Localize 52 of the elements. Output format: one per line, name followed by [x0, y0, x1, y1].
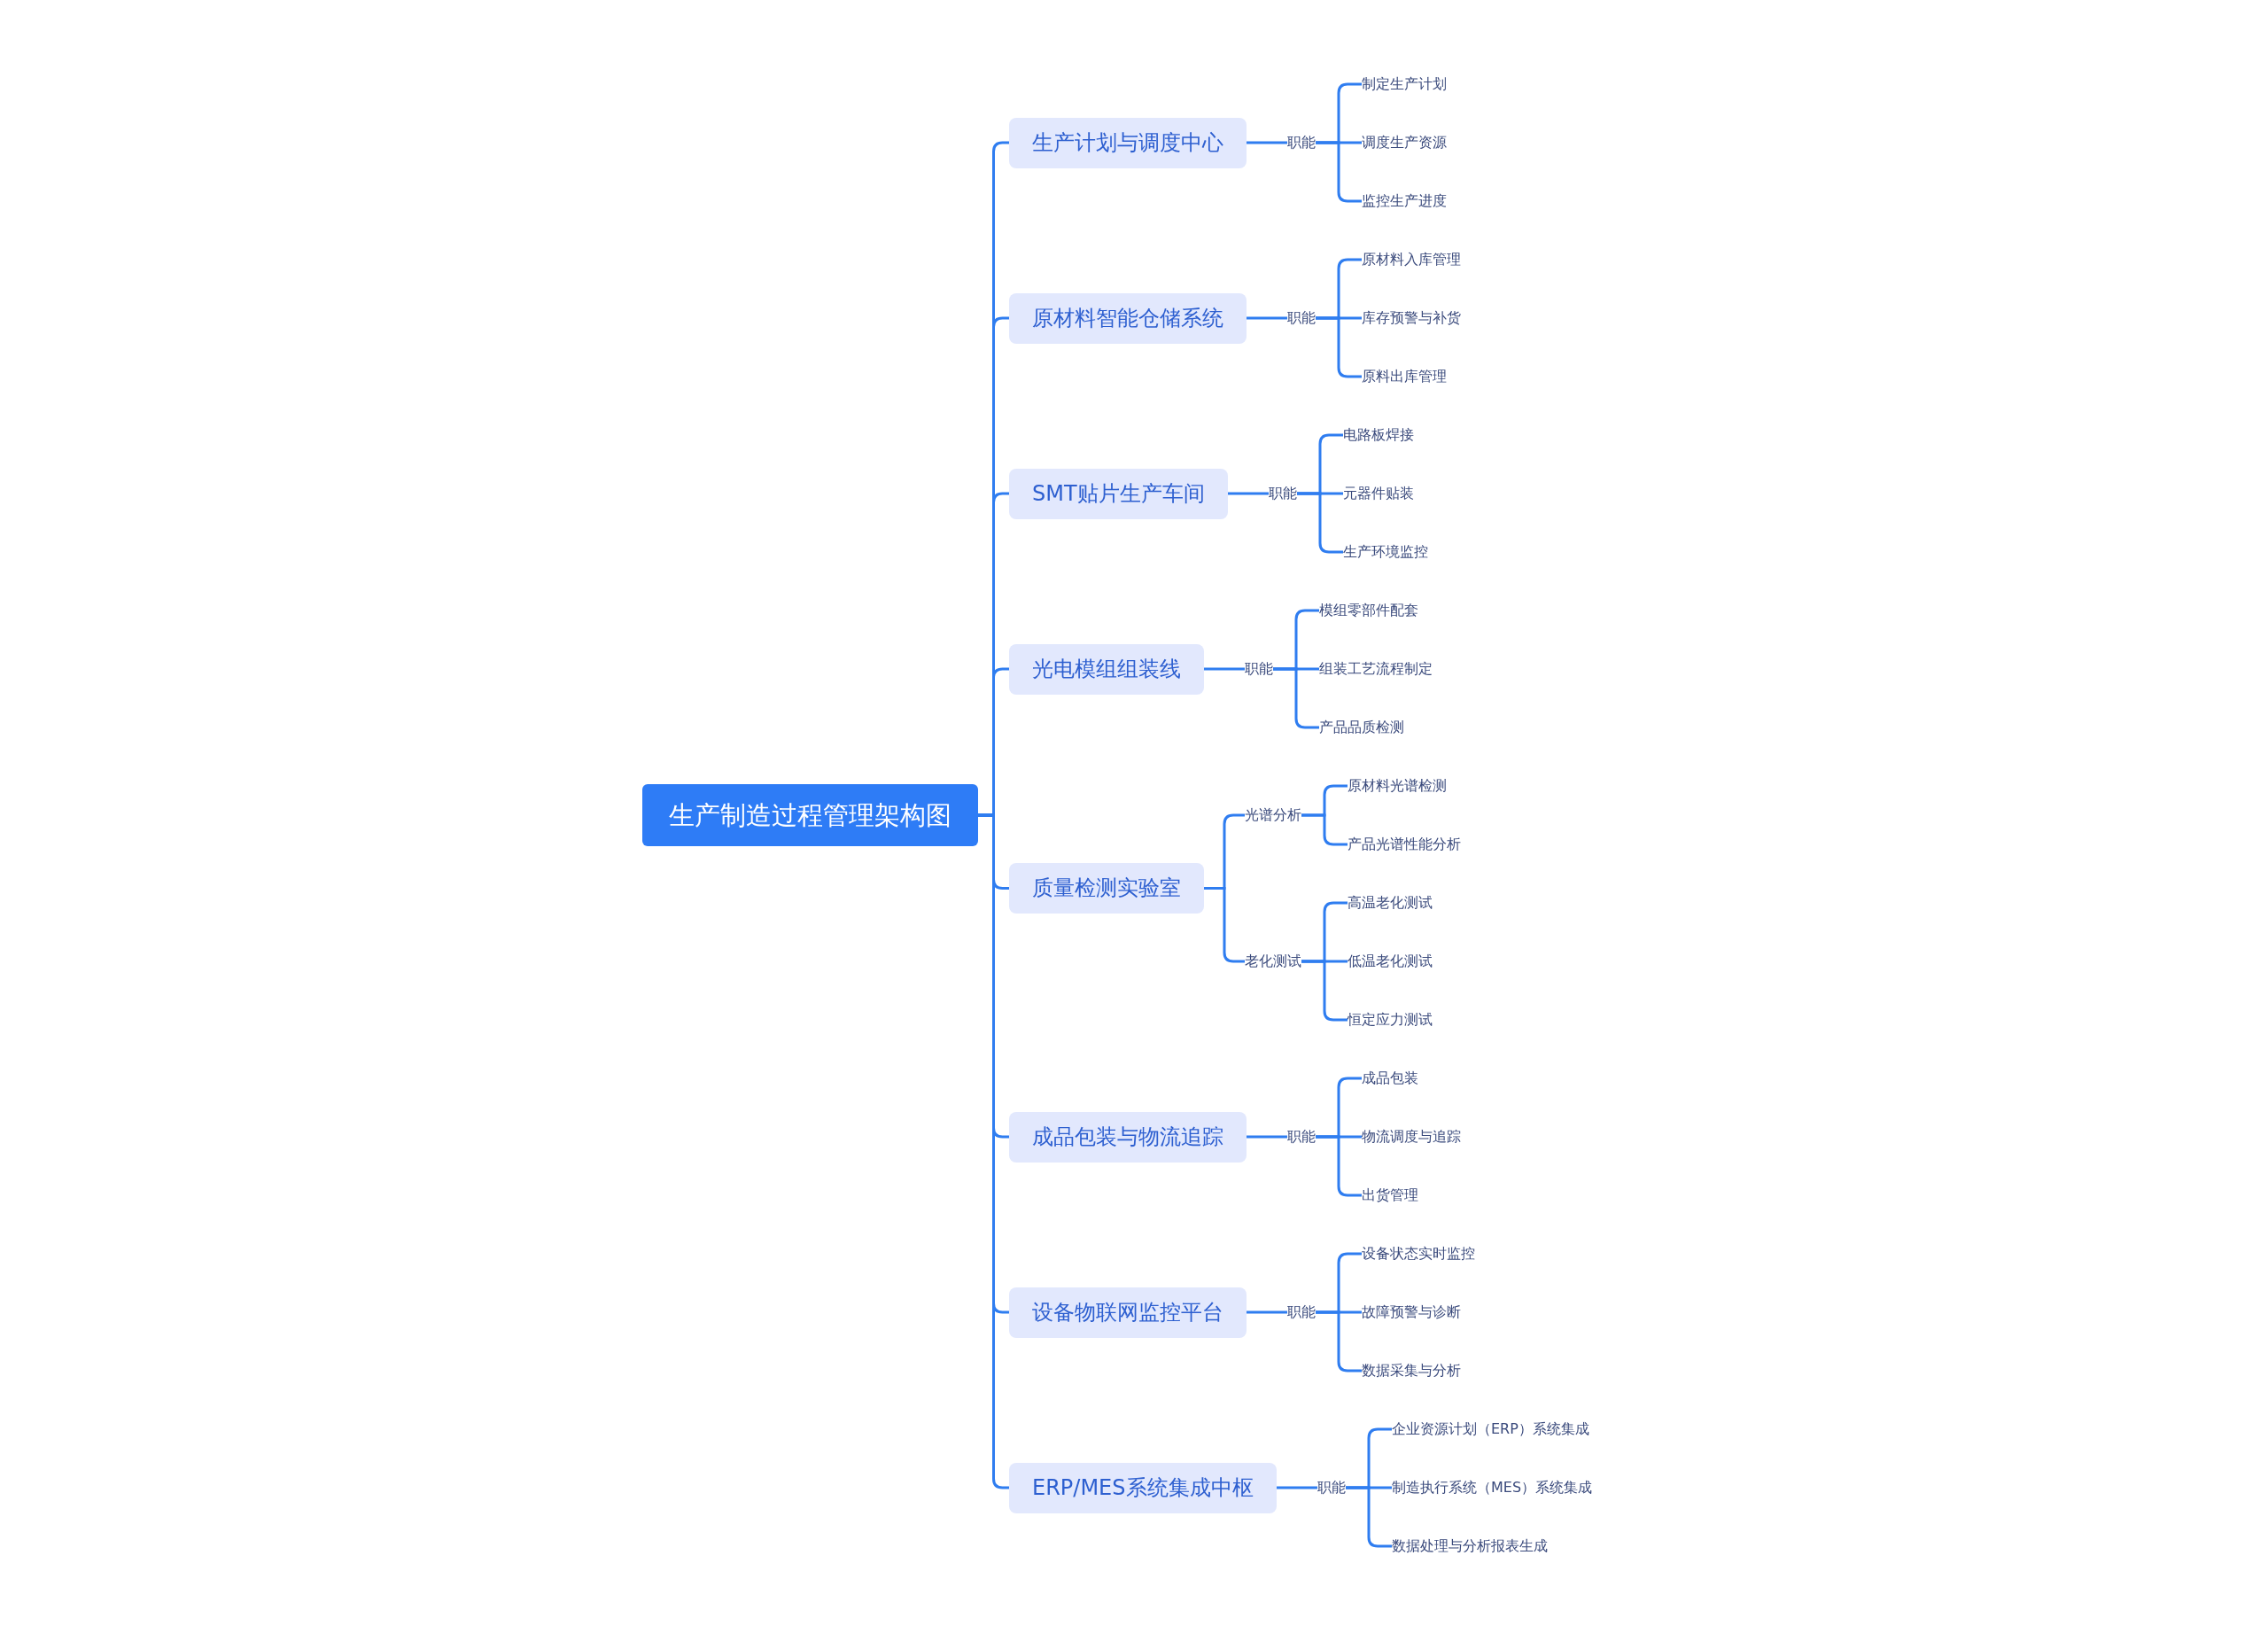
leaf-label: 元器件贴装 [1343, 480, 1414, 507]
connector-line [1277, 1486, 1317, 1489]
topic-box: 设备物联网监控平台 [1009, 1287, 1247, 1338]
branch-label: 光谱分析 [1245, 802, 1301, 828]
branch-label: 老化测试 [1245, 948, 1301, 975]
topic-box: SMT贴片生产车间 [1009, 468, 1228, 519]
branch-label: 职能 [1287, 1299, 1316, 1326]
branch-label: 职能 [1317, 1474, 1346, 1501]
leaf-label: 电路板焊接 [1343, 422, 1414, 448]
leaf-label: 制造执行系统（MES）系统集成 [1392, 1474, 1593, 1501]
topic-box: 生产计划与调度中心 [1009, 117, 1247, 168]
leaf-label: 产品光谱性能分析 [1348, 831, 1461, 858]
leaf-label: 故障预警与诊断 [1362, 1299, 1461, 1326]
leaf-label: 原料出库管理 [1362, 363, 1447, 390]
leaf-label: 原材料光谱检测 [1348, 773, 1447, 799]
connector-line [1228, 492, 1269, 495]
topic-box: 成品包装与物流追踪 [1009, 1111, 1247, 1163]
leaf-label: 物流调度与追踪 [1362, 1124, 1461, 1150]
topic-box: 光电模组组装线 [1009, 643, 1204, 695]
leaf-label: 设备状态实时监控 [1362, 1240, 1475, 1267]
leaf-label: 成品包装 [1362, 1065, 1418, 1092]
branch-label: 职能 [1287, 129, 1316, 156]
connector-line [1247, 141, 1287, 144]
branch-label: 职能 [1287, 1124, 1316, 1150]
leaf-label: 恒定应力测试 [1348, 1007, 1433, 1033]
connector-line [1204, 667, 1245, 671]
leaf-label: 产品品质检测 [1319, 714, 1404, 741]
leaf-label: 原材料入库管理 [1362, 246, 1461, 273]
topic-box: 质量检测实验室 [1009, 863, 1204, 914]
branch-label: 职能 [1287, 305, 1316, 331]
connector-line [1247, 316, 1287, 320]
leaf-label: 出货管理 [1362, 1182, 1418, 1209]
leaf-label: 数据采集与分析 [1362, 1357, 1461, 1384]
leaf-label: 企业资源计划（ERP）系统集成 [1392, 1416, 1589, 1442]
topic-box: 原材料智能仓储系统 [1009, 292, 1247, 344]
branch-label: 职能 [1245, 656, 1273, 682]
leaf-label: 制定生产计划 [1362, 71, 1447, 97]
topic-box: ERP/MES系统集成中枢 [1009, 1462, 1277, 1513]
connector-line [1247, 1135, 1287, 1139]
leaf-label: 组装工艺流程制定 [1319, 656, 1433, 682]
title-box: 生产制造过程管理架构图 [642, 784, 978, 846]
connector-line [1301, 813, 1348, 846]
connector-line [1247, 1310, 1287, 1314]
leaf-label: 高温老化测试 [1348, 890, 1433, 916]
leaf-label: 低温老化测试 [1348, 948, 1433, 975]
branch-label: 职能 [1269, 480, 1297, 507]
leaf-label: 生产环境监控 [1343, 539, 1428, 565]
leaf-label: 监控生产进度 [1362, 188, 1447, 214]
leaf-label: 数据处理与分析报表生成 [1392, 1533, 1548, 1559]
leaf-label: 模组零部件配套 [1319, 597, 1418, 624]
leaf-label: 调度生产资源 [1362, 129, 1447, 156]
leaf-label: 库存预警与补货 [1362, 305, 1461, 331]
